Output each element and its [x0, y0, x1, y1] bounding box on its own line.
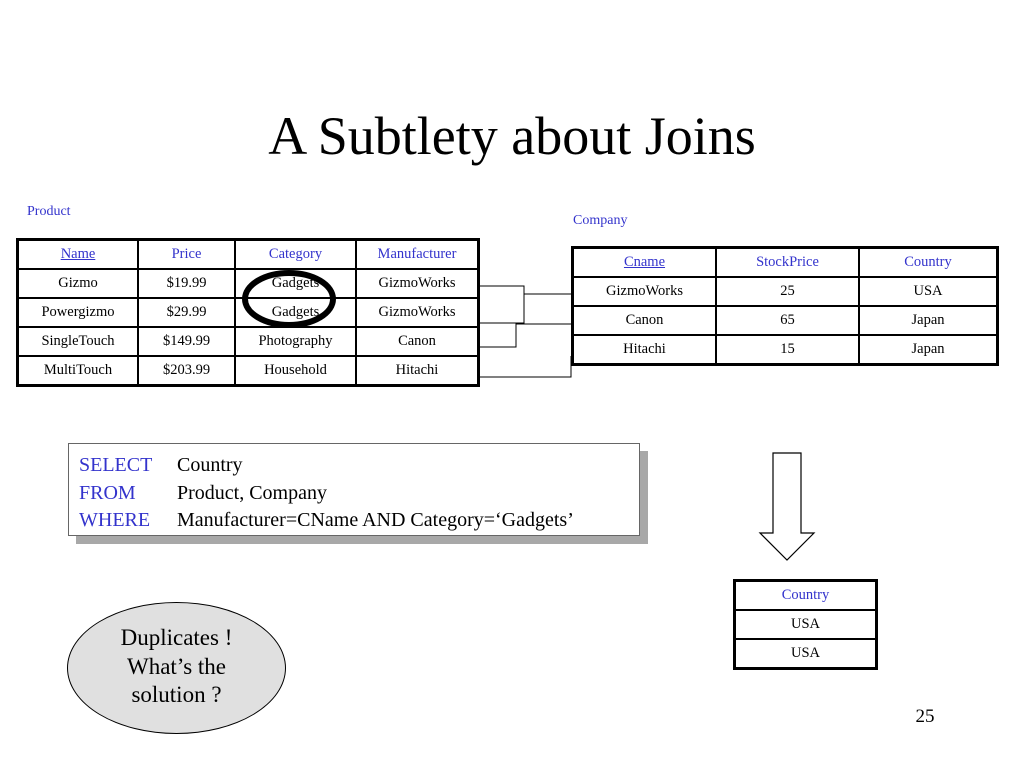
table-cell: $203.99 [137, 355, 236, 387]
join-line-gizmoworks [480, 285, 525, 324]
table-cell: Gizmo [16, 268, 139, 299]
from-keyword: FROM [79, 481, 136, 504]
select-clause: SELECT Country [79, 452, 639, 480]
result-table: Country USA USA [733, 579, 878, 670]
table-cell: $149.99 [137, 326, 236, 357]
slide-title: A Subtlety about Joins [268, 106, 756, 166]
company-table: Cname StockPrice Country GizmoWorks 25 U… [571, 246, 999, 366]
from-value: Product, Company [177, 481, 327, 504]
table-cell: USA [733, 609, 878, 640]
join-line-hitachi [480, 356, 572, 378]
table-cell: Canon [571, 305, 717, 336]
table-cell: Powergizmo [16, 297, 139, 328]
where-keyword: WHERE [79, 509, 151, 531]
column-header-name: Name [16, 238, 139, 270]
table-row: MultiTouch $203.99 Household Hitachi [16, 355, 480, 387]
note-line-3: solution ? [131, 682, 222, 707]
note-line-1: Duplicates ! [120, 625, 233, 650]
join-lines [480, 285, 572, 378]
table-cell: 25 [715, 276, 860, 307]
join-line-canon [480, 323, 571, 348]
table-cell: Japan [858, 305, 999, 336]
column-header-country: Country [733, 579, 878, 611]
company-caption: Company [573, 213, 628, 228]
highlight-ellipse [242, 270, 336, 328]
table-row: Hitachi 15 Japan [571, 334, 999, 366]
column-header-cname: Cname [571, 246, 717, 278]
select-value: Country [177, 454, 243, 476]
from-clause: FROM Product, Company [79, 480, 639, 508]
table-cell: USA [733, 638, 878, 670]
table-cell: MultiTouch [16, 355, 139, 387]
table-cell: GizmoWorks [355, 268, 480, 299]
page-number: 25 [915, 706, 935, 727]
note-line-2: What’s the [127, 653, 226, 679]
table-cell: Hitachi [571, 334, 717, 366]
table-cell: GizmoWorks [571, 276, 717, 307]
select-keyword: SELECT [79, 454, 153, 476]
table-cell: GizmoWorks [355, 297, 480, 328]
table-cell: Japan [858, 334, 999, 366]
table-cell: $29.99 [137, 297, 236, 328]
table-cell: Household [234, 355, 357, 387]
table-row: SingleTouch $149.99 Photography Canon [16, 326, 480, 357]
table-cell: Canon [355, 326, 480, 357]
product-caption: Product [27, 204, 71, 219]
down-arrow-icon [758, 452, 816, 561]
where-value: Manufacturer=CName AND Category=‘Gadgets… [177, 509, 574, 531]
sql-query-box: SELECT Country FROM Product, Company WHERE… [68, 443, 640, 536]
table-cell: $19.99 [137, 268, 236, 299]
table-row: USA [733, 609, 878, 640]
table-row: Canon 65 Japan [571, 305, 999, 336]
table-cell: SingleTouch [16, 326, 139, 357]
table-cell: USA [858, 276, 999, 307]
product-table: Name Price Category Manufacturer Gizmo $… [16, 238, 480, 387]
table-row: Gizmo $19.99 Gadgets GizmoWorks [16, 268, 480, 299]
table-cell: 65 [715, 305, 860, 336]
where-clause: WHERE Manufacturer=CName AND Category=‘Ga… [79, 507, 639, 535]
table-cell: Photography [234, 326, 357, 357]
column-header-category: Category [234, 238, 357, 270]
table-row: GizmoWorks 25 USA [571, 276, 999, 307]
table-header-row: Name Price Category Manufacturer [16, 238, 480, 270]
table-cell: 15 [715, 334, 860, 366]
table-cell: Hitachi [355, 355, 480, 387]
table-row: USA [733, 638, 878, 670]
duplicates-note: Duplicates ! What’s the solution ? [67, 602, 286, 734]
table-header-row: Country [733, 579, 878, 611]
